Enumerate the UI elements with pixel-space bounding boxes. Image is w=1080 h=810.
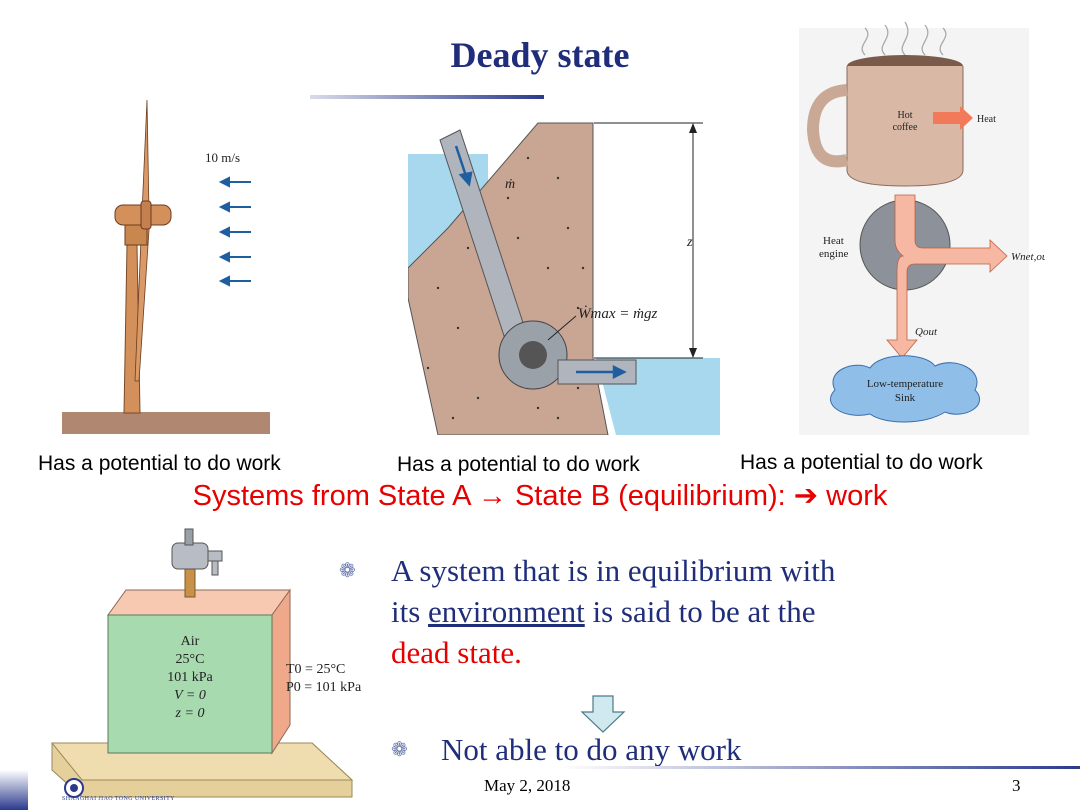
wind-speed-label: 10 m/s [205,150,240,165]
systems-arrow-1: → [477,480,507,512]
bullet-1-part-1: A system that is in equilibrium with its [391,553,836,629]
mass-flow-label: ṁ [505,177,515,192]
bullet-1-dead-state: dead state. [391,635,522,670]
tank-pressure: 101 kPa [167,670,213,685]
page-number: 3 [1012,776,1021,795]
systems-arrow-2: ➔ [793,480,819,512]
bullet-1-environment: environment [428,594,585,629]
bullet-no-work: Not able to do any work [441,732,742,767]
q-out-label: Qout [915,326,938,338]
max-work-label: Ẇmax = ṁgz [578,305,657,322]
t0-label: T0 = 25°C [286,662,345,677]
sink-label-2: Sink [895,392,916,404]
heat-label: Heat [977,114,996,125]
footer-date: May 2, 2018 [484,776,571,795]
systems-text-after: work [818,480,888,512]
heat-engine-figure: Hot coffee Heat Heat engine Wnet,out Qou… [799,21,1045,435]
air-tank-figure: Air 25°C 101 kPa V = 0 z = 0 T0 = 25°C P… [50,528,362,798]
university-logo-icon [64,778,84,798]
bullet-dead-state: A system that is in equilibrium with its… [391,550,871,673]
w-net-out-label: Wnet,out [1011,251,1045,263]
systems-statement: Systems from State A → State B (equilibr… [0,478,1080,513]
heat-engine-label-1: Heat [823,235,844,247]
wind-turbine-figure: 10 m/s [62,99,270,434]
hot-coffee-label-2: coffee [893,122,918,133]
university-name: Shanghai Jiao Tong University [62,796,175,802]
bullet-1-part-2: is said to be at the [584,594,816,629]
bullet-icon-2: ❁ [391,739,408,761]
sink-label-1: Low-temperature [867,378,943,390]
hydro-dam-figure: ṁ z Ẇmax = ṁgz [408,122,720,435]
p0-label: P0 = 101 kPa [286,680,362,695]
caption-dam: Has a potential to do work [397,453,640,476]
caption-wind: Has a potential to do work [38,452,281,475]
bullet-icon-1: ❁ [339,560,356,582]
tank-elevation: z = 0 [175,706,205,721]
hot-coffee-label-1: Hot [898,110,913,121]
height-z-label: z [686,235,693,250]
slide-title: Deady state [450,35,630,75]
caption-coffee: Has a potential to do work [740,451,983,474]
systems-text-before: Systems from State A [192,480,478,512]
tank-velocity: V = 0 [174,688,206,703]
tank-temperature: 25°C [176,652,205,667]
footer-rule [560,766,1080,769]
footer-corner-accent [0,770,28,810]
tank-air-label: Air [181,634,200,649]
down-arrow-icon [580,695,626,733]
heat-engine-label-2: engine [819,248,848,260]
title-divider [310,95,544,99]
systems-text-middle: State B (equilibrium): [506,480,794,512]
